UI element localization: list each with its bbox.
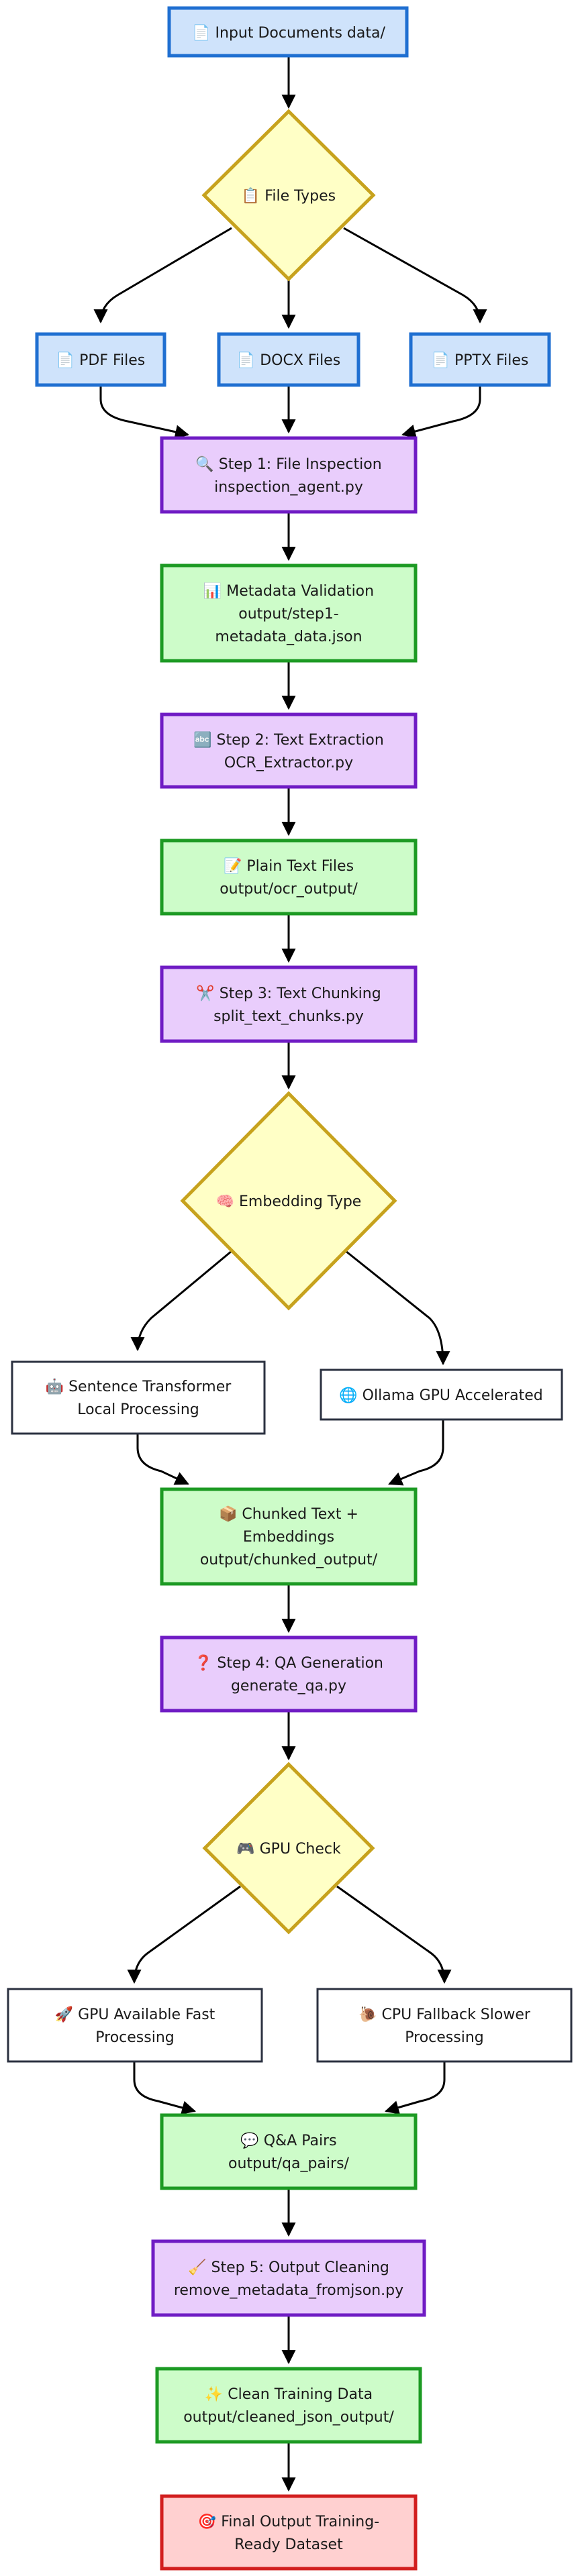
node-label-line: 🎯 Final Output Training- bbox=[198, 2513, 379, 2530]
node-label-line: generate_qa.py bbox=[231, 1678, 346, 1695]
node-label-line: 📝 Plain Text Files bbox=[224, 857, 354, 875]
node-label-line: 🌐 Ollama GPU Accelerated bbox=[339, 1387, 542, 1404]
node-label-line: 📋 File Types bbox=[242, 187, 336, 205]
edge-sentence-chunked bbox=[136, 1434, 189, 1485]
node-label-line: OCR_Extractor.py bbox=[224, 755, 353, 771]
svg-text:📋 File Types: 📋 File Types bbox=[242, 187, 336, 205]
node-chunked-text-embeddings: 📦 Chunked Text + Embeddings output/chunked… bbox=[160, 1487, 418, 1586]
svg-text:📄 PDF Files: 📄 PDF Files bbox=[56, 352, 146, 369]
node-label-line: 🐌 CPU Fallback Slower bbox=[358, 2006, 531, 2023]
node-label-line: 🔍 Step 1: File Inspection bbox=[195, 454, 381, 473]
edge-ollama-chunked bbox=[388, 1419, 444, 1486]
edge-gpucheck-gpufast bbox=[127, 1885, 241, 1984]
node-pdf-files: 📄 PDF Files bbox=[35, 332, 166, 387]
node-label-line: 📄 PDF Files bbox=[56, 352, 146, 369]
node-embedding-type-decision: 🧠 Embedding Type bbox=[180, 1091, 397, 1311]
node-label-line: output/qa_pairs/ bbox=[228, 2155, 349, 2172]
node-label-line: output/step1- bbox=[238, 606, 339, 623]
node-metadata-validation: 📊 Metadata Validation output/step1- metada… bbox=[160, 564, 418, 663]
connector-group bbox=[93, 56, 487, 2492]
node-label-line: Processing bbox=[95, 2029, 174, 2046]
node-label-line: 📊 Metadata Validation bbox=[203, 582, 374, 600]
node-label-line: ✂️ Step 3: Text Chunking bbox=[196, 984, 381, 1002]
node-label-line: 🧠 Embedding Type bbox=[216, 1193, 362, 1210]
node-step4-qa-generation: ❓ Step 4: QA Generation generate_qa.py bbox=[160, 1635, 418, 1713]
node-input-documents: 📄 Input Documents data/ bbox=[167, 6, 409, 58]
node-gpu-check-decision: 🎮 GPU Check bbox=[202, 1762, 375, 1935]
node-step3-text-chunking: ✂️ Step 3: Text Chunking split_text_chunk… bbox=[160, 965, 418, 1043]
node-label-line: 🎮 GPU Check bbox=[236, 1841, 341, 1858]
node-clean-training-data: ✨ Clean Training Data output/cleaned_json… bbox=[155, 2367, 422, 2444]
node-label-line: 💬 Q&A Pairs bbox=[240, 2132, 336, 2149]
edge-pdf-step1 bbox=[99, 385, 190, 439]
node-label-line: output/cleaned_json_output/ bbox=[183, 2409, 394, 2426]
node-label-line: Processing bbox=[405, 2029, 483, 2046]
node-label-line: 📦 Chunked Text + bbox=[219, 1505, 358, 1523]
node-label-line: 🔤 Step 2: Text Extraction bbox=[193, 731, 384, 749]
node-label-line: 🤖 Sentence Transformer bbox=[46, 1378, 232, 1395]
node-step5-output-cleaning: 🧹 Step 5: Output Cleaning remove_metadata… bbox=[151, 2239, 426, 2317]
svg-text:📄 Input Documents data/: 📄 Input Documents data/ bbox=[192, 24, 385, 42]
node-label-line: 🚀 GPU Available Fast bbox=[55, 2006, 215, 2023]
node-label-line: 📄 Input Documents data/ bbox=[192, 24, 385, 42]
svg-text:🌐 Ollama GPU Accelerated: 🌐 Ollama GPU Accelerated bbox=[339, 1387, 542, 1404]
node-label-line: remove_metadata_fromjson.py bbox=[174, 2282, 403, 2299]
node-label-line: ❓ Step 4: QA Generation bbox=[194, 1654, 383, 1672]
node-final-output-dataset: 🎯 Final Output Training- Ready Dataset bbox=[160, 2494, 418, 2571]
node-label-line: split_text_chunks.py bbox=[213, 1008, 364, 1025]
svg-text:📄 DOCX Files: 📄 DOCX Files bbox=[237, 352, 340, 369]
node-pptx-files: 📄 PPTX Files bbox=[409, 332, 551, 387]
node-label-line: Local Processing bbox=[77, 1401, 199, 1418]
edge-embedtype-sentence bbox=[130, 1250, 232, 1352]
svg-text:📄 PPTX Files: 📄 PPTX Files bbox=[432, 352, 529, 369]
edge-gpufast-qapairs bbox=[133, 2061, 197, 2115]
node-label-line: metadata_data.json bbox=[215, 629, 362, 645]
node-label-line: ✨ Clean Training Data bbox=[205, 2385, 373, 2403]
node-ollama-gpu: 🌐 Ollama GPU Accelerated bbox=[320, 1368, 563, 1421]
edge-filetypes-pdf bbox=[93, 227, 232, 324]
node-label-line: 📄 DOCX Files bbox=[237, 352, 340, 369]
edge-embedtype-ollama bbox=[345, 1250, 450, 1366]
edge-cpuslow-qapairs bbox=[384, 2061, 446, 2114]
edge-filetypes-pptx bbox=[343, 227, 487, 324]
node-label-line: 🧹 Step 5: Output Cleaning bbox=[188, 2259, 389, 2276]
edge-pptx-step1 bbox=[401, 385, 481, 439]
svg-text:🧠 Embedding Type: 🧠 Embedding Type bbox=[216, 1193, 362, 1210]
node-label-line: 📄 PPTX Files bbox=[432, 352, 529, 369]
svg-text:🎯 Final Output Training-Ready: 🎯 Final Output Training- Ready Dataset bbox=[198, 2513, 379, 2553]
node-qa-pairs: 💬 Q&A Pairs output/qa_pairs/ bbox=[160, 2113, 418, 2190]
node-label-line: Embeddings bbox=[243, 1529, 334, 1546]
node-label-line: output/chunked_output/ bbox=[200, 1552, 378, 1568]
node-label-line: Ready Dataset bbox=[234, 2536, 343, 2553]
node-plain-text-files: 📝 Plain Text Files output/ocr_output/ bbox=[160, 839, 418, 916]
node-label-line: inspection_agent.py bbox=[214, 479, 363, 496]
node-step1-file-inspection: 🔍 Step 1: File Inspection inspection_agen… bbox=[160, 436, 418, 514]
node-docx-files: 📄 DOCX Files bbox=[217, 332, 360, 387]
node-file-types-decision: 📋 File Types bbox=[201, 109, 376, 282]
edge-gpucheck-cpuslow bbox=[336, 1885, 452, 1984]
svg-text:🎮 GPU Check: 🎮 GPU Check bbox=[236, 1841, 341, 1858]
node-label-line: output/ocr_output/ bbox=[220, 881, 358, 898]
